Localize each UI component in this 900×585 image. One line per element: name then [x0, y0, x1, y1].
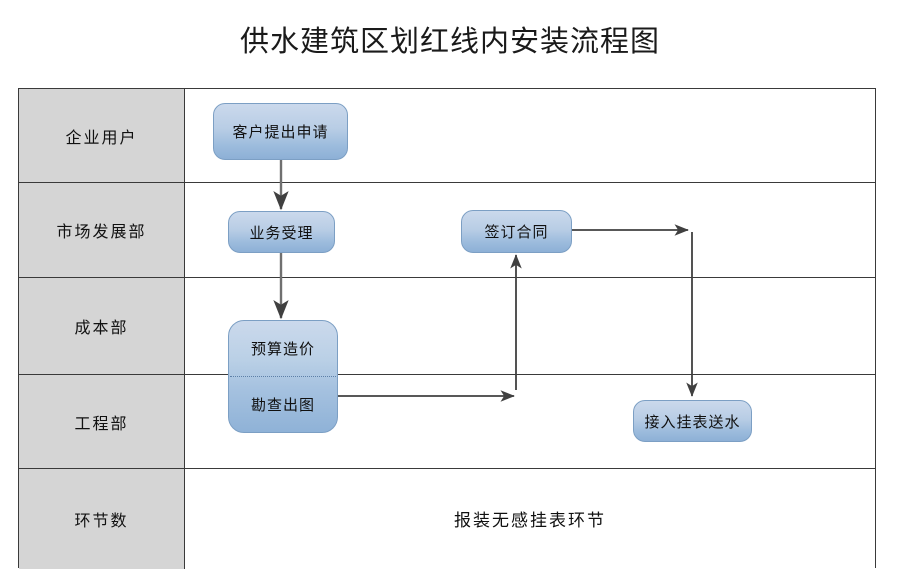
node-survey-drawing-label: 勘查出图 [250, 398, 315, 414]
node-customer-application-label: 客户提出申请 [232, 125, 329, 141]
node-budget-estimate-label: 预算造价 [250, 342, 315, 358]
page-title: 供水建筑区划红线内安装流程图 [239, 26, 660, 58]
node-internal-divider [230, 376, 336, 377]
node-connect-meter-water-label: 接入挂表送水 [644, 414, 741, 431]
node-budget-estimate[interactable]: 预算造价 [229, 321, 337, 376]
summary-annotation: 报装无感挂表环节 [454, 510, 606, 530]
node-business-acceptance-label: 业务受理 [249, 225, 314, 242]
node-connect-meter-water[interactable]: 接入挂表送水 [633, 400, 752, 442]
node-budget-and-survey[interactable]: 预算造价 勘查出图 [228, 320, 338, 433]
lane-label-step-count: 环节数 [19, 469, 185, 569]
lane-label-cost-department: 成本部 [19, 278, 185, 374]
node-sign-contract-label: 签订合同 [484, 225, 549, 241]
node-sign-contract[interactable]: 签订合同 [461, 210, 572, 253]
node-customer-application[interactable]: 客户提出申请 [213, 103, 348, 160]
lane-label-engineering-department: 工程部 [19, 375, 185, 468]
lane-body-step-count [185, 469, 875, 569]
node-business-acceptance[interactable]: 业务受理 [228, 211, 335, 253]
node-survey-drawing[interactable]: 勘查出图 [229, 377, 337, 432]
swimlane-row-market-development: 市场发展部 [19, 183, 875, 278]
swimlane-row-enterprise-user: 企业用户 [19, 89, 875, 183]
lane-label-market-development: 市场发展部 [19, 183, 185, 277]
lane-label-enterprise-user: 企业用户 [19, 89, 185, 182]
swimlane-row-step-count: 环节数 [19, 469, 875, 569]
swimlane-row-cost-department: 成本部 [19, 278, 875, 375]
